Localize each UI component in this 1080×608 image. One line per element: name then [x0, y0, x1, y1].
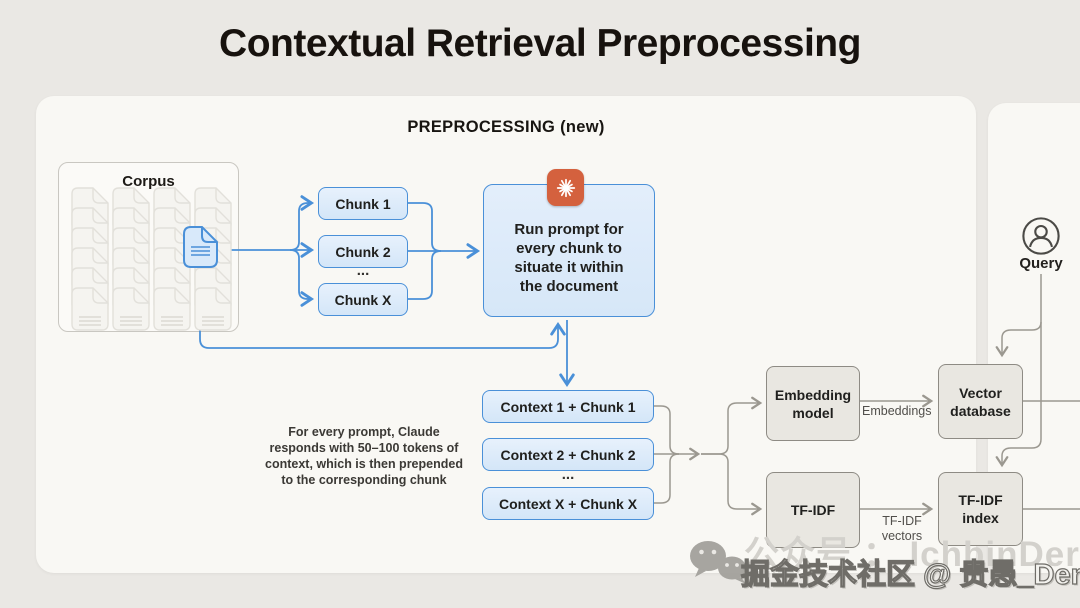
claude-context-caption: For every prompt, Claude responds with 5…: [244, 424, 484, 488]
watermark-back-text: 公众号 ： IchbinDerek: [744, 535, 1080, 574]
caption-line: to the corresponding chunk: [281, 473, 447, 487]
caption-line: For every prompt, Claude: [288, 425, 440, 439]
embeddings-edge-label: Embeddings: [862, 404, 932, 418]
context-2-box: Context 2 + Chunk 2: [482, 438, 654, 471]
document-icon: [183, 226, 218, 268]
chunk-2-box: Chunk 2: [318, 235, 408, 268]
context-x-box: Context X + Chunk X: [482, 487, 654, 520]
query-user-icon: [1022, 217, 1060, 255]
corpus-label: Corpus: [122, 173, 175, 190]
caption-line: responds with 50–100 tokens of: [269, 441, 459, 455]
prompt-line: the document: [519, 277, 619, 295]
embedding-model-box: Embedding model: [766, 366, 860, 441]
vector-database-box: Vector database: [938, 364, 1023, 439]
chunk-1-box: Chunk 1: [318, 187, 408, 220]
chunk-x-box: Chunk X: [318, 283, 408, 316]
context-1-box: Context 1 + Chunk 1: [482, 390, 654, 423]
caption-line: context, which is then prepended: [265, 457, 463, 471]
prompt-line: every chunk to: [516, 239, 622, 257]
tfidf-vectors-edge-label: TF-IDF vectors: [881, 514, 923, 543]
watermark-front-text: 掘金技术社区 @ 贵愚_Derek: [740, 558, 1080, 591]
query-label: Query: [1019, 255, 1063, 272]
page-title: Contextual Retrieval Preprocessing: [219, 22, 861, 65]
tfidf-box: TF-IDF: [766, 472, 860, 548]
tfidf-index-box: TF-IDF index: [938, 472, 1023, 546]
panel-header: PREPROCESSING (new): [407, 118, 605, 136]
prompt-line: situate it within: [514, 258, 624, 276]
prompt-line: Run prompt for: [514, 220, 624, 238]
claude-starburst-icon: [547, 169, 584, 206]
